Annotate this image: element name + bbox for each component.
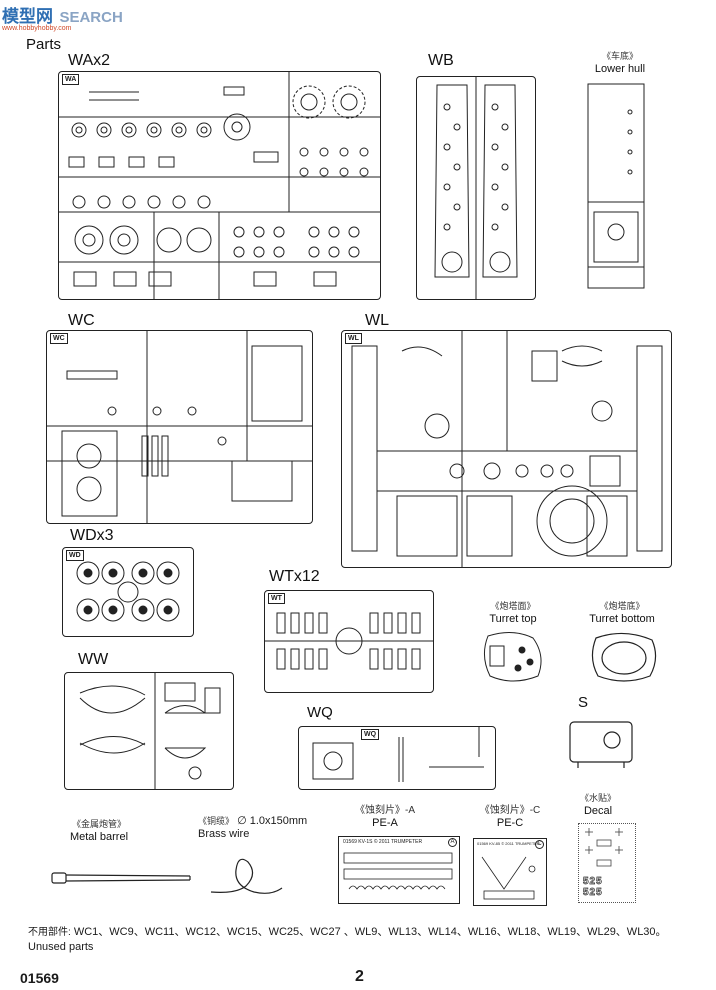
sprue-wd-drawing	[76, 561, 180, 622]
brass-wire-cn: 《铜缆》	[198, 816, 235, 826]
decal-cn: 《水贴》	[579, 793, 616, 803]
watermark-logo: 模型网 SEARCH www.hobbyhobby.com	[2, 2, 123, 32]
lower-hull-cn: 《车底》	[601, 51, 638, 61]
sprue-wc-drawing	[47, 331, 312, 523]
metal-barrel-en: Metal barrel	[69, 831, 129, 843]
sprue-wd-tag: WD	[66, 550, 84, 561]
part-s-label: S	[578, 694, 589, 711]
decal-sheet: 525 525	[578, 823, 636, 903]
pe-c-fret: 01569 KV-85 © 2011 TRUMPETER C	[473, 838, 547, 906]
pe-a-fret-drawing	[343, 852, 453, 890]
unused-parts-list: WC1、WC9、WC11、WC12、WC15、WC25、WC27 、WL9、WL…	[73, 926, 667, 938]
pe-c-cn: 《蚀刻片》-C	[479, 805, 541, 816]
turret-top-cn: 《炮塔面》	[490, 601, 536, 611]
turret-top-en: Turret top	[489, 613, 537, 625]
metal-barrel-cn: 《金属炮管》	[71, 819, 126, 829]
sprue-wa: WA	[58, 71, 381, 300]
sprue-wa-drawing	[59, 72, 380, 299]
turret-bottom-cn: 《炮塔底》	[599, 601, 645, 611]
watermark-logo-text: 模型网	[2, 7, 53, 27]
sprue-wd-label: WDx3	[70, 527, 114, 544]
pe-c-fret-drawing	[481, 856, 536, 900]
sprue-wl-label: WL	[365, 312, 389, 329]
watermark-url: www.hobbyhobby.com	[2, 25, 72, 32]
sprue-wb-drawing	[434, 77, 518, 299]
pe-c-fret-text: 01569 KV-85 © 2011 TRUMPETER	[477, 841, 540, 846]
decal-number-2: 525	[583, 887, 603, 899]
unused-parts-en-label: Unused parts	[28, 941, 94, 953]
sprue-wl-drawing	[351, 331, 663, 567]
turret-top-caption: 《炮塔面》 Turret top	[468, 600, 558, 626]
sprue-wa-label: WAx2	[68, 52, 111, 69]
metal-barrel-image	[48, 868, 196, 893]
sprue-wt-drawing	[265, 612, 433, 670]
turret-bottom-en: Turret bottom	[589, 613, 655, 625]
unused-parts-cn-label: 不用部件:	[28, 927, 71, 938]
turret-bottom-caption: 《炮塔底》 Turret bottom	[572, 600, 672, 626]
decal-number-1: 525	[583, 876, 603, 888]
unused-parts: 不用部件: WC1、WC9、WC11、WC12、WC15、WC25、WC27 、…	[28, 925, 667, 954]
turret-bottom-image	[588, 630, 660, 689]
sprue-wq-drawing	[312, 727, 484, 782]
pe-c-en: PE-C	[496, 817, 524, 829]
sprue-ww	[64, 672, 234, 790]
brass-wire-caption: 《铜缆》 ∅ 1.0x150mm Brass wire	[198, 815, 307, 841]
sprue-wb	[416, 76, 536, 300]
pe-a-en: PE-A	[372, 817, 398, 829]
pe-a-fret: 01569 KV-1S © 2011 TRUMPETER A	[338, 836, 460, 904]
product-code: 01569	[20, 970, 59, 986]
pe-a-cn: 《蚀刻片》-A	[355, 805, 415, 816]
sprue-wq-label: WQ	[307, 704, 333, 721]
sprue-wt-tag: WT	[268, 593, 285, 604]
page-title: Parts	[26, 36, 62, 53]
decal-en: Decal	[583, 805, 613, 817]
sprue-wa-tag: WA	[62, 74, 80, 85]
sprue-wl-tag: WL	[345, 333, 362, 344]
sprue-ww-drawing	[79, 673, 221, 789]
lower-hull-en: Lower hull	[594, 63, 646, 75]
sprue-wq-tag: WQ	[361, 729, 380, 740]
sprue-wc-label: WC	[68, 312, 95, 329]
lower-hull-caption: 《车底》 Lower hull	[575, 50, 665, 76]
pe-a-fret-tag: A	[448, 838, 457, 847]
lower-hull-image	[586, 82, 648, 297]
sprue-wt: WT	[264, 590, 434, 693]
turret-top-image	[478, 628, 548, 689]
sprue-ww-label: WW	[78, 651, 109, 668]
sprue-wc: WC	[46, 330, 313, 524]
sprue-wd: WD	[62, 547, 194, 637]
part-s-image	[566, 718, 636, 775]
watermark-search-text: SEARCH	[59, 9, 123, 26]
sprue-wc-tag: WC	[50, 333, 68, 344]
pe-c-fret-tag: C	[535, 840, 544, 849]
brass-wire-en: Brass wire	[198, 828, 250, 840]
pe-a-fret-text: 01569 KV-1S © 2011 TRUMPETER	[343, 839, 423, 845]
page-number: 2	[355, 968, 364, 985]
brass-wire-image	[206, 848, 286, 905]
sprue-wl: WL	[341, 330, 672, 568]
decal-sheet-drawing	[585, 828, 623, 867]
metal-barrel-caption: 《金属炮管》 Metal barrel	[58, 818, 140, 844]
sprue-wq: WQ	[298, 726, 496, 790]
pe-a-caption: 《蚀刻片》-A PE-A	[345, 804, 425, 830]
decal-caption: 《水贴》 Decal	[568, 792, 628, 818]
pe-c-caption: 《蚀刻片》-C PE-C	[470, 804, 550, 830]
sprue-wb-label: WB	[428, 52, 454, 69]
brass-wire-spec: ∅ 1.0x150mm	[237, 815, 308, 827]
sprue-wt-label: WTx12	[269, 568, 320, 585]
